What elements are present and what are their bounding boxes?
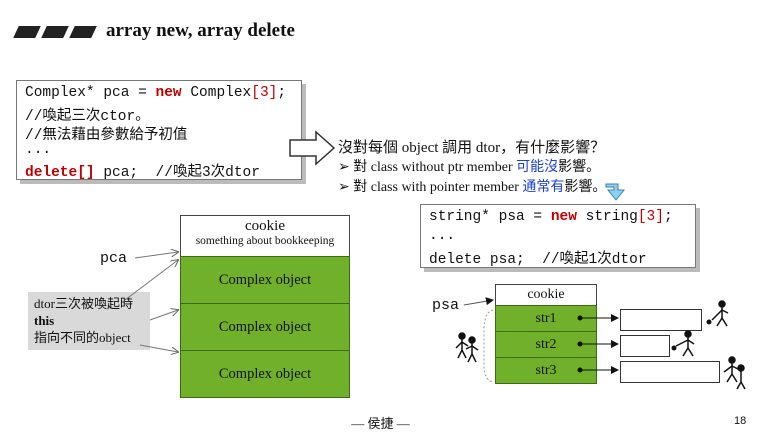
code-line-4: ...	[25, 142, 52, 158]
right-arrow-icon	[289, 130, 336, 166]
page-title: array new, array delete	[106, 20, 295, 41]
string-object-2: str2	[495, 331, 597, 358]
bullet-marker-icon: ➢	[338, 180, 354, 195]
note-line-3: 指向不同的object	[34, 330, 131, 345]
complex-object-2: Complex object	[180, 303, 350, 351]
cookie-title: cookie	[245, 218, 285, 234]
code-block-string: string* psa = new string[3]; ... delete …	[420, 204, 696, 268]
note-line-1: dtor三次被喚起時	[34, 296, 133, 311]
cookie-block: cookie something about bookkeeping	[180, 215, 350, 257]
code2-line-2: ...	[429, 228, 456, 244]
stick-figure-group-icon	[723, 356, 746, 390]
code-line-1: Complex* pca = new Complex[3];	[25, 85, 287, 101]
stick-figure-group-icon	[455, 332, 479, 363]
note-line-2: this	[34, 313, 55, 328]
bullet-without-ptr: ➢ 對 class without ptr member 可能沒影響。	[338, 160, 601, 175]
bullet-marker-icon: ➢	[338, 160, 354, 175]
footer-author: — 侯捷 —	[351, 416, 410, 431]
code-line-5: delete[] pca; //喚起3次dtor	[25, 165, 260, 181]
stick-figure-icon	[706, 300, 729, 327]
pca-label: pca	[100, 250, 128, 267]
heap-buffer-2	[620, 335, 670, 357]
page-number: 18	[734, 415, 747, 427]
question-text: 沒對每個 object 調用 dtor，有什麼影響？	[338, 140, 606, 156]
this-note-box: dtor三次被喚起時 this 指向不同的object	[28, 292, 150, 350]
heap-buffer-3	[620, 361, 720, 383]
string-cookie-block: cookie	[495, 284, 597, 306]
code2-line-3: delete psa; //喚起1次dtor	[429, 252, 647, 268]
complex-object-3: Complex object	[180, 350, 350, 398]
code2-line-1: string* psa = new string[3];	[429, 209, 673, 225]
code-line-2: //喚起三次ctor。	[25, 109, 150, 125]
psa-label: psa	[432, 297, 460, 314]
cookie-subtitle: something about bookkeeping	[195, 235, 335, 247]
heap-buffer-1	[620, 309, 702, 331]
turn-down-arrow-icon	[605, 183, 626, 201]
code-block-complex: Complex* pca = new Complex[3]; //喚起三次cto…	[16, 80, 302, 181]
code-line-3: //無法藉由參數給予初值	[25, 128, 188, 144]
stick-figure-icon	[671, 330, 695, 357]
bullet-with-ptr: ➢ 對 class with pointer member 通常有影響。	[338, 180, 607, 195]
